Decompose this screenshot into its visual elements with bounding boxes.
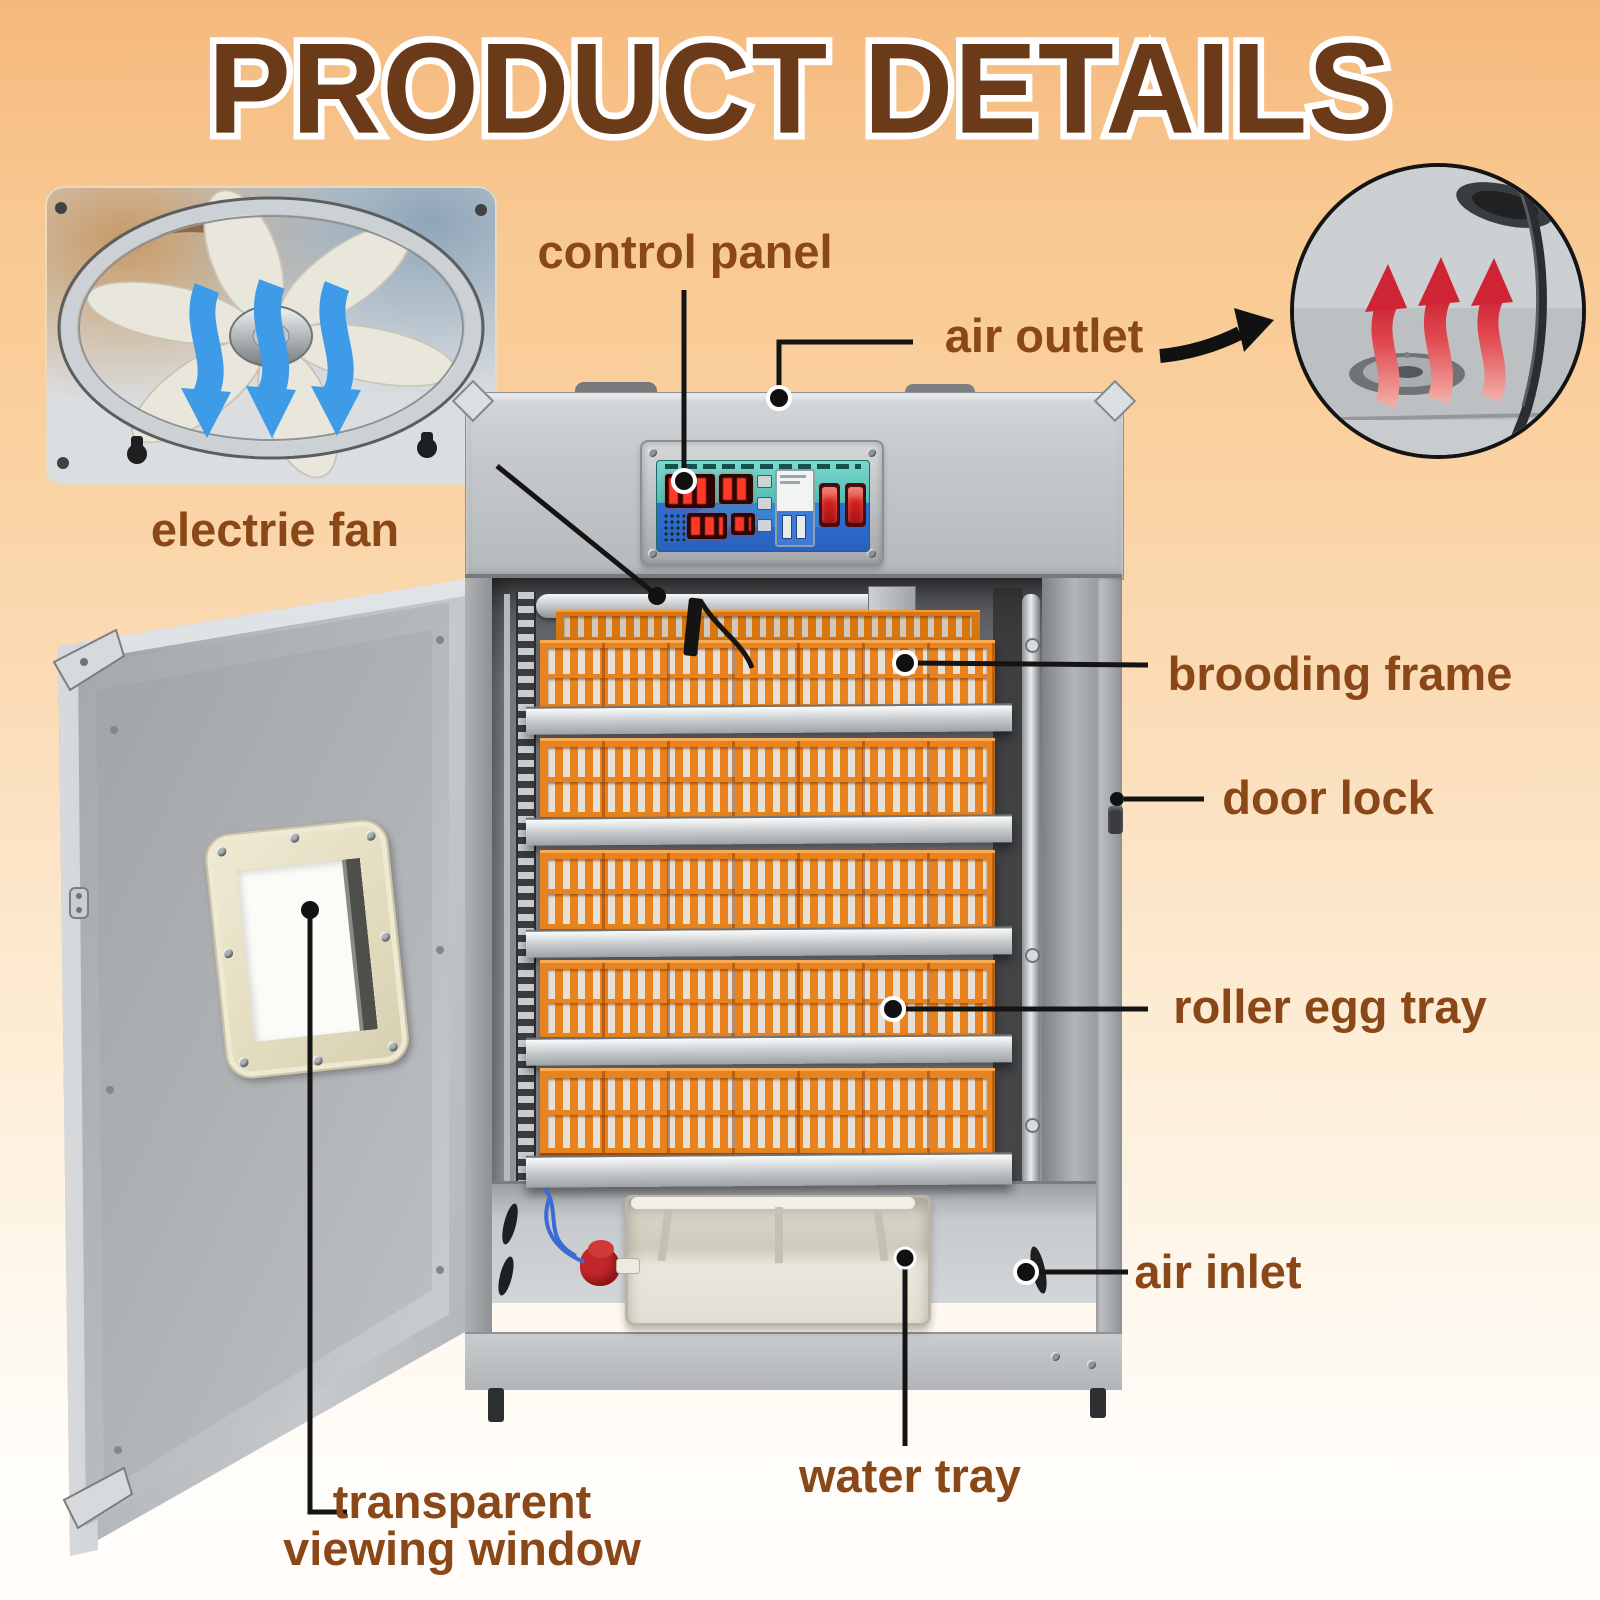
shelf-rail (525, 814, 1013, 846)
brooding-frame-back (556, 610, 980, 642)
minus-button (757, 519, 772, 532)
egg-tray-5 (540, 1068, 995, 1157)
shelf-rail (525, 703, 1013, 735)
cabinet-right-frame (1096, 578, 1122, 1388)
corner-bracket-top (52, 628, 126, 692)
control-board (656, 460, 870, 552)
roller-egg-tray (540, 960, 995, 1041)
timer-display (687, 513, 727, 539)
viewing-window-frame (202, 817, 412, 1081)
right-turning-rod (1022, 594, 1040, 1186)
door-lock-hardware (1108, 806, 1123, 834)
left-guide-rod (504, 594, 510, 1194)
pointer-arrow-icon (1159, 308, 1274, 363)
label-viewing-window-line2: viewing window (283, 1522, 641, 1575)
brooding-frame-tray (540, 640, 995, 711)
airflow-up-arrows-icon (1365, 257, 1513, 408)
shelf-rail-bottom (525, 1152, 1013, 1188)
shelf-rail (525, 926, 1013, 958)
cabinet-bottom-band (465, 1332, 1122, 1390)
cabinet-left-frame (465, 578, 492, 1388)
counter-display (731, 513, 755, 535)
incubator-door (44, 570, 472, 1562)
label-electric-fan: electrie fan (150, 503, 400, 556)
label-water-tray: water tray (798, 1449, 1022, 1502)
water-tray (625, 1195, 931, 1326)
cabinet-foot-right (1090, 1388, 1106, 1418)
light-switch (845, 483, 866, 527)
fan-mount-knobs (127, 432, 437, 464)
page-title: PRODUCT DETAILS (202, 10, 1398, 167)
label-air-outlet: air outlet (944, 309, 1144, 362)
door-latch (69, 887, 89, 919)
power-switch (819, 483, 840, 527)
cabinet-seam (465, 574, 1122, 579)
label-roller-egg-tray: roller egg tray (1173, 980, 1487, 1033)
cabinet-foot-left (488, 1388, 504, 1422)
plus-button (757, 497, 772, 510)
set-button (757, 475, 772, 488)
shelf-rail (525, 1034, 1013, 1066)
label-brooding-frame: brooding frame (1167, 647, 1513, 700)
egg-tray-3 (540, 850, 995, 933)
airflow-down-arrows-icon (181, 279, 361, 438)
temperature-display (665, 474, 715, 508)
control-panel (640, 440, 884, 566)
fan-screws (55, 202, 487, 469)
fan-ring (61, 199, 481, 457)
humidity-display (719, 474, 753, 504)
label-door-lock: door lock (1222, 771, 1434, 824)
electric-fan-photo (45, 186, 497, 486)
interior-right-wall (1042, 578, 1096, 1300)
label-control-panel: control panel (537, 225, 833, 278)
water-valve (580, 1240, 640, 1292)
label-viewing-window-line1: transparent (332, 1475, 592, 1528)
label-air-inlet: air inlet (1134, 1245, 1302, 1298)
egg-tray-2 (540, 738, 995, 821)
door-hardware (52, 628, 444, 1530)
viewing-window-glass (236, 857, 378, 1043)
circuit-breaker (775, 469, 815, 547)
air-outlet-closeup (1290, 163, 1586, 459)
label-viewing-window: transparent viewing window (283, 1478, 641, 1572)
corner-bracket-bottom (62, 1466, 134, 1530)
buzzer-grill (663, 513, 685, 541)
fan-ring-outer (57, 196, 485, 460)
turning-chain (516, 592, 536, 1198)
